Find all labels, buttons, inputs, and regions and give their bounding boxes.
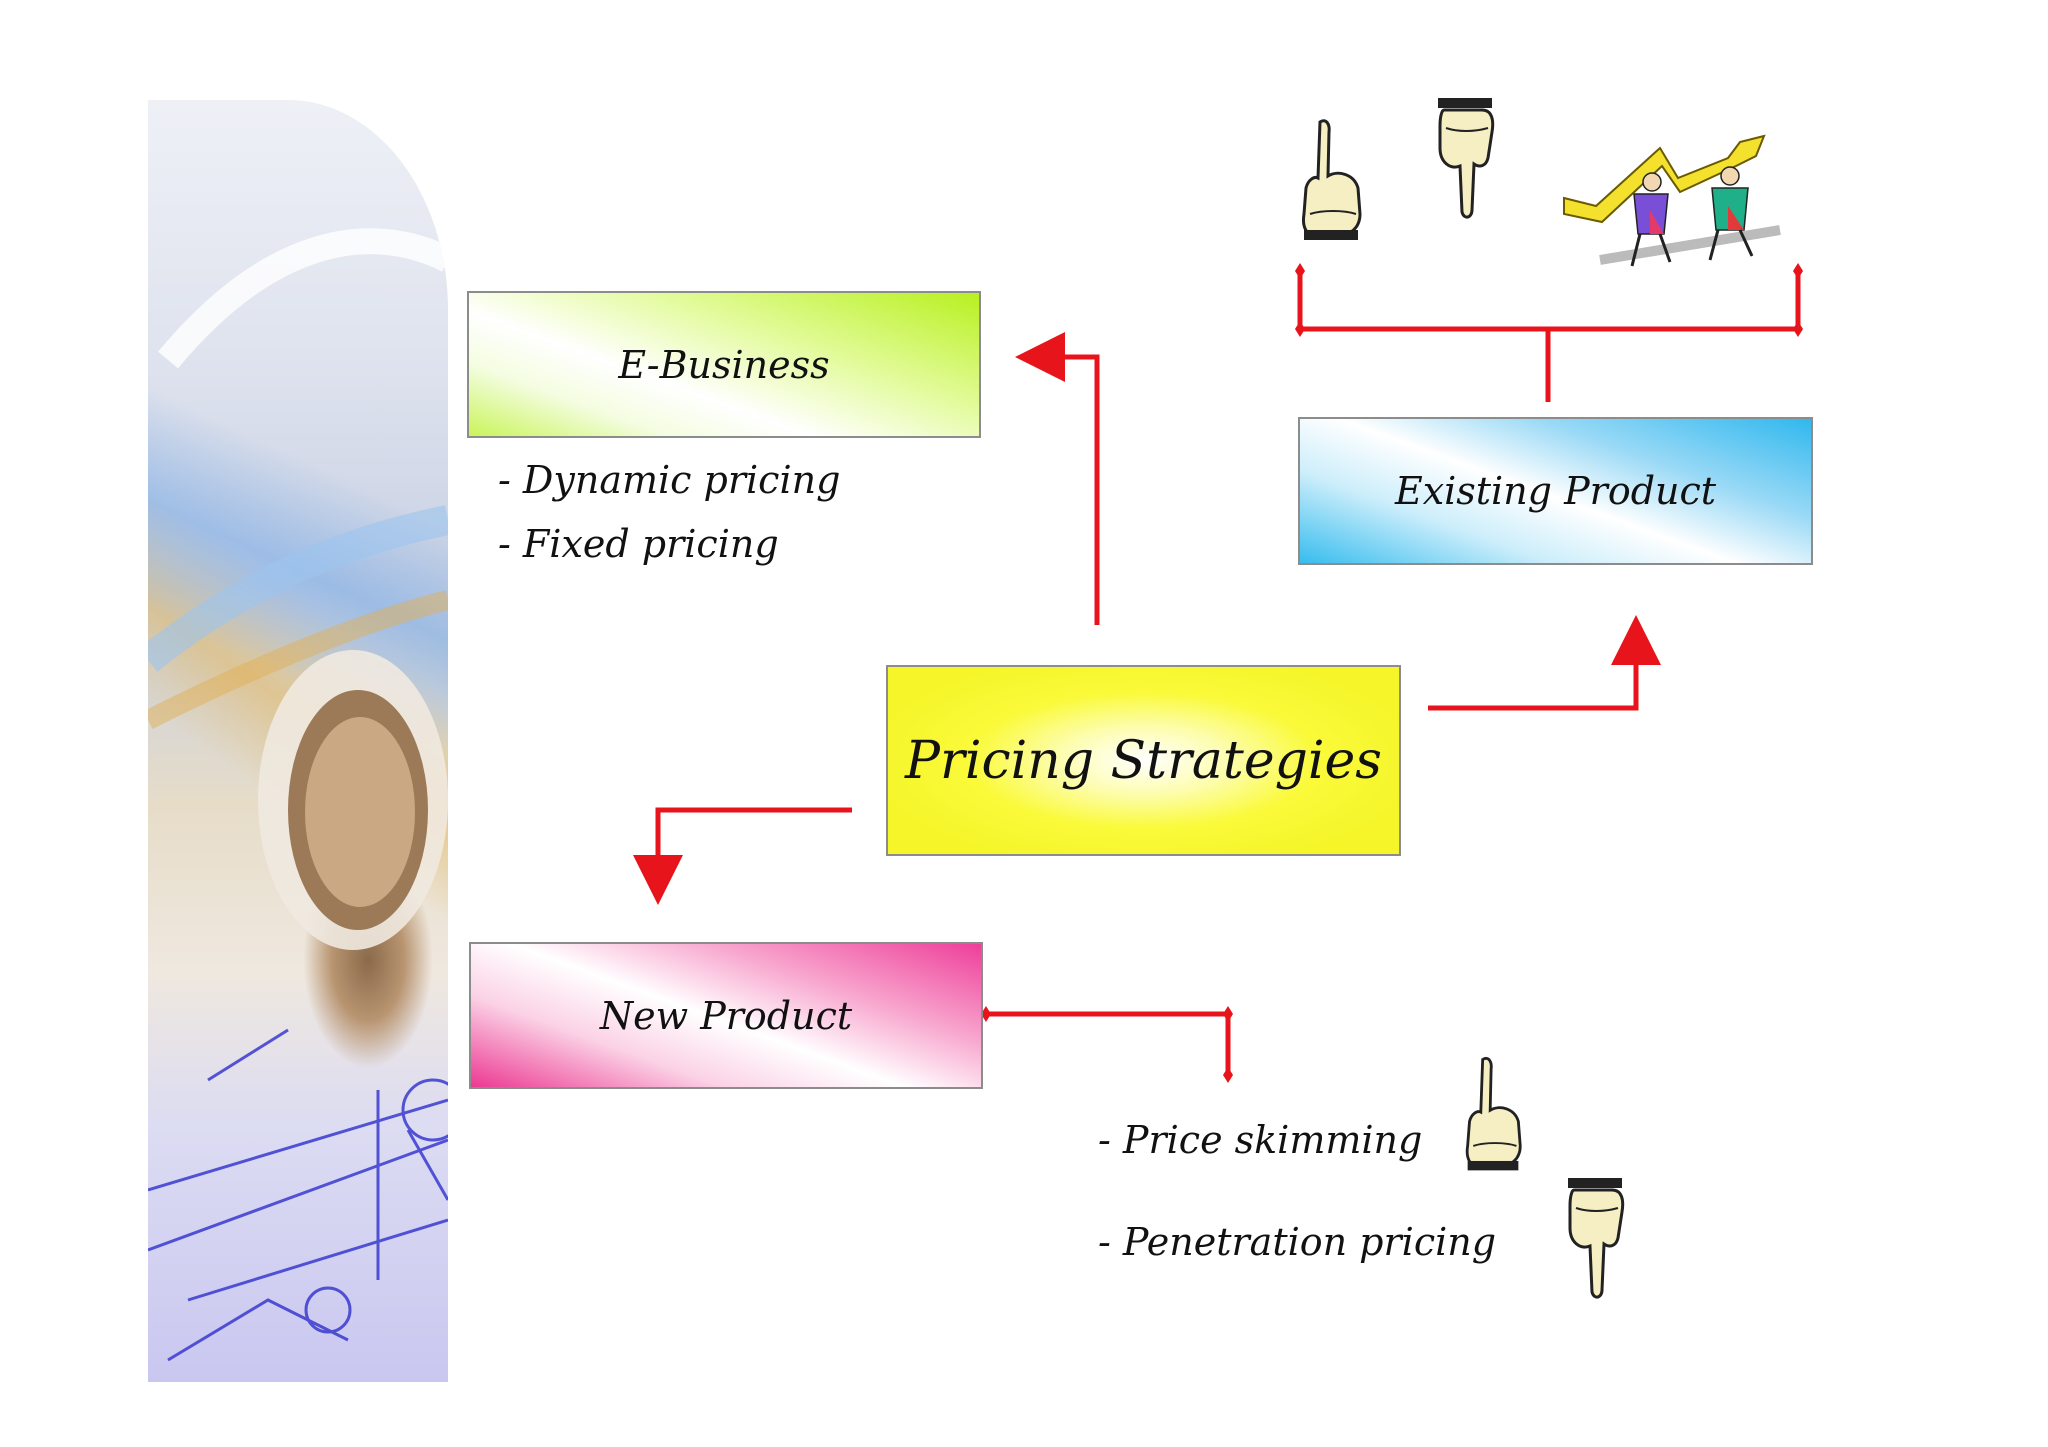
pointing-hand-down-icon bbox=[1438, 98, 1495, 219]
existing-product-bracket bbox=[1297, 271, 1801, 402]
ebusiness-label: E-Business bbox=[618, 342, 830, 387]
arrow-to-ebusiness bbox=[1015, 332, 1100, 625]
existing-product-box: Existing Product bbox=[1298, 417, 1813, 565]
pricing-strategies-box: Pricing Strategies bbox=[886, 665, 1401, 856]
fixed-pricing-item: - Fixed pricing bbox=[498, 522, 779, 566]
arrow-to-new-product bbox=[633, 807, 852, 905]
arrow-to-existing-product bbox=[1428, 615, 1661, 711]
penetration-pricing-item: - Penetration pricing bbox=[1098, 1220, 1497, 1264]
pricing-strategies-label: Pricing Strategies bbox=[905, 730, 1382, 791]
price-skimming-item: - Price skimming bbox=[1098, 1118, 1423, 1162]
new-product-box: New Product bbox=[469, 942, 983, 1089]
new-product-bracket bbox=[986, 1011, 1231, 1075]
pointing-hand-up-icon bbox=[1302, 119, 1362, 240]
new-product-label: New Product bbox=[599, 993, 853, 1038]
ebusiness-box: E-Business bbox=[467, 291, 981, 438]
existing-product-label: Existing Product bbox=[1394, 469, 1717, 513]
pointing-hand-down-icon bbox=[1568, 1178, 1625, 1299]
dynamic-pricing-item: - Dynamic pricing bbox=[498, 458, 841, 502]
people-carrying-rising-arrow-icon bbox=[1563, 134, 1781, 267]
pointing-hand-up-icon bbox=[1465, 1056, 1522, 1171]
blueprint-sketch bbox=[148, 228, 448, 1362]
blueprint-photo-panel bbox=[148, 100, 448, 1382]
